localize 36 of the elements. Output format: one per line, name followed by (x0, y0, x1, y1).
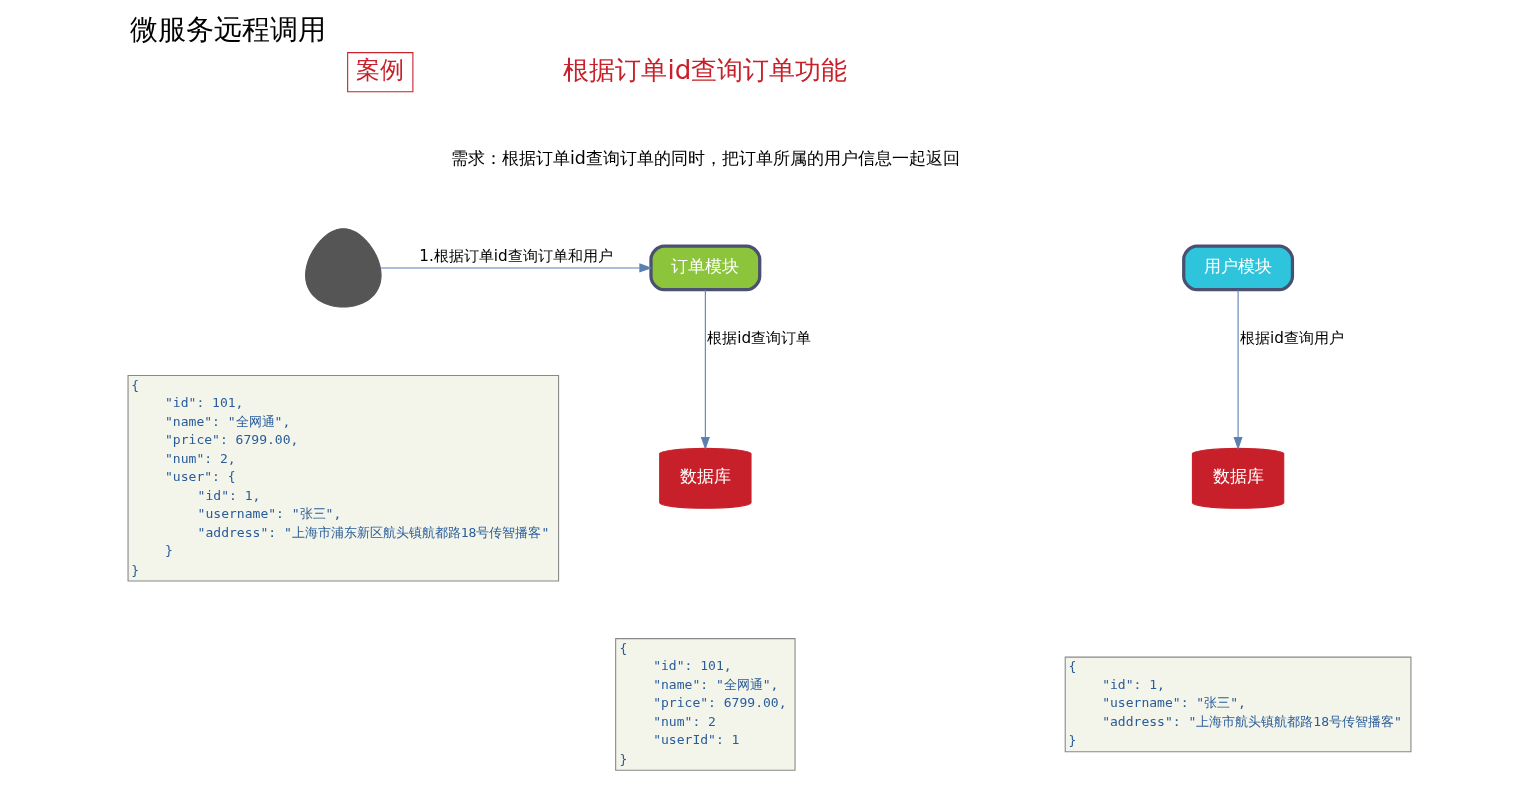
arrow (700, 289, 710, 450)
label: 案例 (355, 56, 404, 85)
label: 根据订单id查询订单功能 (562, 54, 847, 85)
label: "id": 101, (164, 395, 243, 411)
edge-label: 根据id查询订单 (706, 329, 811, 348)
label: "address": "上海市航头镇航都路18号传智播客" (1101, 713, 1402, 729)
node-person (304, 228, 382, 308)
node-box: 订单模块 (648, 244, 761, 292)
label: "id": 1, (1101, 676, 1165, 692)
label: "userId": 1 (652, 732, 739, 748)
node-box: 用户模块 (1181, 244, 1294, 292)
label: } (130, 562, 139, 578)
edge-label: 1.根据订单id查询订单和用户 (418, 246, 613, 265)
label: { (130, 377, 139, 393)
label: } (1067, 733, 1076, 749)
arrow (379, 263, 652, 273)
label: "name": "全网通", (164, 413, 290, 429)
label: "address": "上海市浦东新区航头镇航都路18号传智播客" (197, 524, 549, 540)
label: } (618, 751, 627, 767)
label: "num": 2 (652, 713, 716, 729)
label: { (618, 640, 627, 656)
label: "price": 6799.00, (164, 432, 298, 448)
diagram-title: 微服务远程调用 (129, 13, 326, 47)
label: "id": 101, (652, 658, 732, 674)
arrow (1233, 289, 1243, 450)
label: "num": 2, (164, 450, 236, 466)
edge-label: 根据id查询用户 (1239, 329, 1344, 348)
label: "username": "张三", (197, 506, 341, 522)
label: "username": "张三", (1101, 695, 1246, 711)
label: "price": 6799.00, (652, 695, 787, 711)
label: { (1067, 659, 1076, 675)
label: 需求：根据订单id查询订单的同时，把订单所属的用户信息一起返回 (450, 148, 960, 169)
label: } (164, 543, 173, 559)
label: "user": { (164, 469, 236, 485)
label: "id": 1, (197, 487, 260, 503)
label: "name": "全网通", (652, 676, 778, 692)
